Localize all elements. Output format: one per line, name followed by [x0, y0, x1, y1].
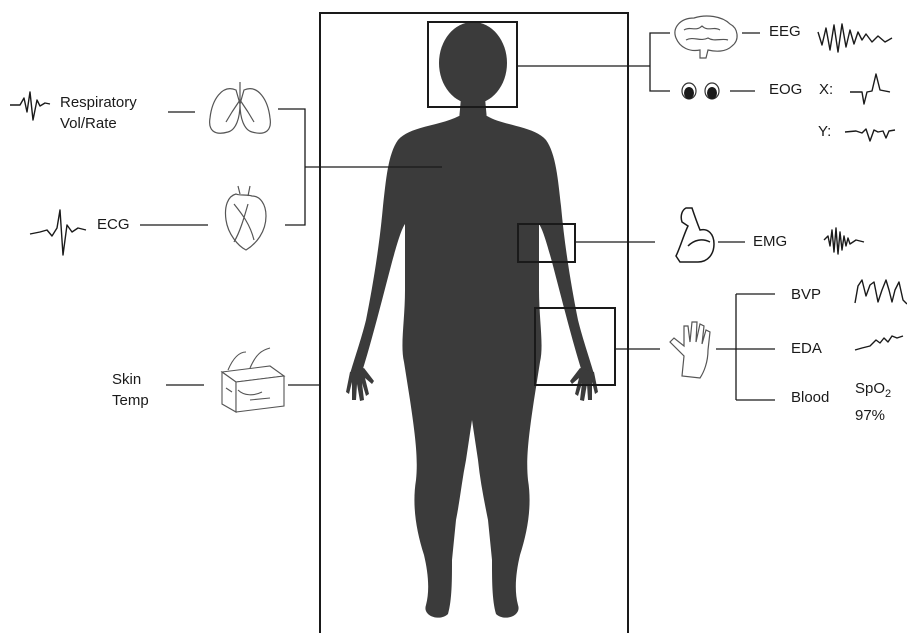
blood-label: Blood — [791, 388, 829, 408]
brain-icon — [675, 16, 737, 58]
eda-waveform — [855, 336, 903, 350]
lungs-icon — [210, 82, 271, 133]
bvp-waveform — [855, 280, 907, 304]
eog-y-waveform — [845, 129, 895, 141]
hand-icon — [670, 322, 710, 378]
eog-label: EOG — [769, 80, 802, 100]
eog-y-label: Y: — [818, 122, 831, 142]
bvp-label: BVP — [791, 285, 821, 305]
spo2-readout: SpO2 97% — [855, 378, 891, 426]
respiratory-label-line1: Respiratory — [60, 92, 137, 113]
skin-temp-label-line2: Temp — [112, 390, 149, 411]
eog-x-label: X: — [819, 80, 833, 100]
eog-x-waveform — [850, 74, 890, 104]
flexed-arm-icon — [676, 208, 714, 262]
skin-temp-label-line1: Skin — [112, 369, 149, 390]
emg-label: EMG — [753, 232, 787, 252]
spo2-label: SpO2 — [855, 378, 891, 405]
emg-waveform — [824, 228, 864, 254]
eyes-icon — [682, 83, 719, 99]
heart-icon — [225, 186, 266, 250]
respiratory-waveform — [10, 92, 50, 120]
eda-label: EDA — [791, 339, 822, 359]
ecg-label: ECG — [97, 215, 130, 235]
spo2-value: 97% — [855, 405, 891, 426]
eeg-label: EEG — [769, 22, 801, 42]
human-silhouette — [346, 22, 598, 618]
skin-temp-label: Skin Temp — [112, 369, 149, 411]
ecg-waveform — [30, 210, 86, 255]
skin-icon — [222, 348, 284, 412]
respiratory-label: Respiratory Vol/Rate — [60, 92, 137, 134]
respiratory-label-line2: Vol/Rate — [60, 113, 137, 134]
eeg-waveform — [818, 24, 892, 52]
